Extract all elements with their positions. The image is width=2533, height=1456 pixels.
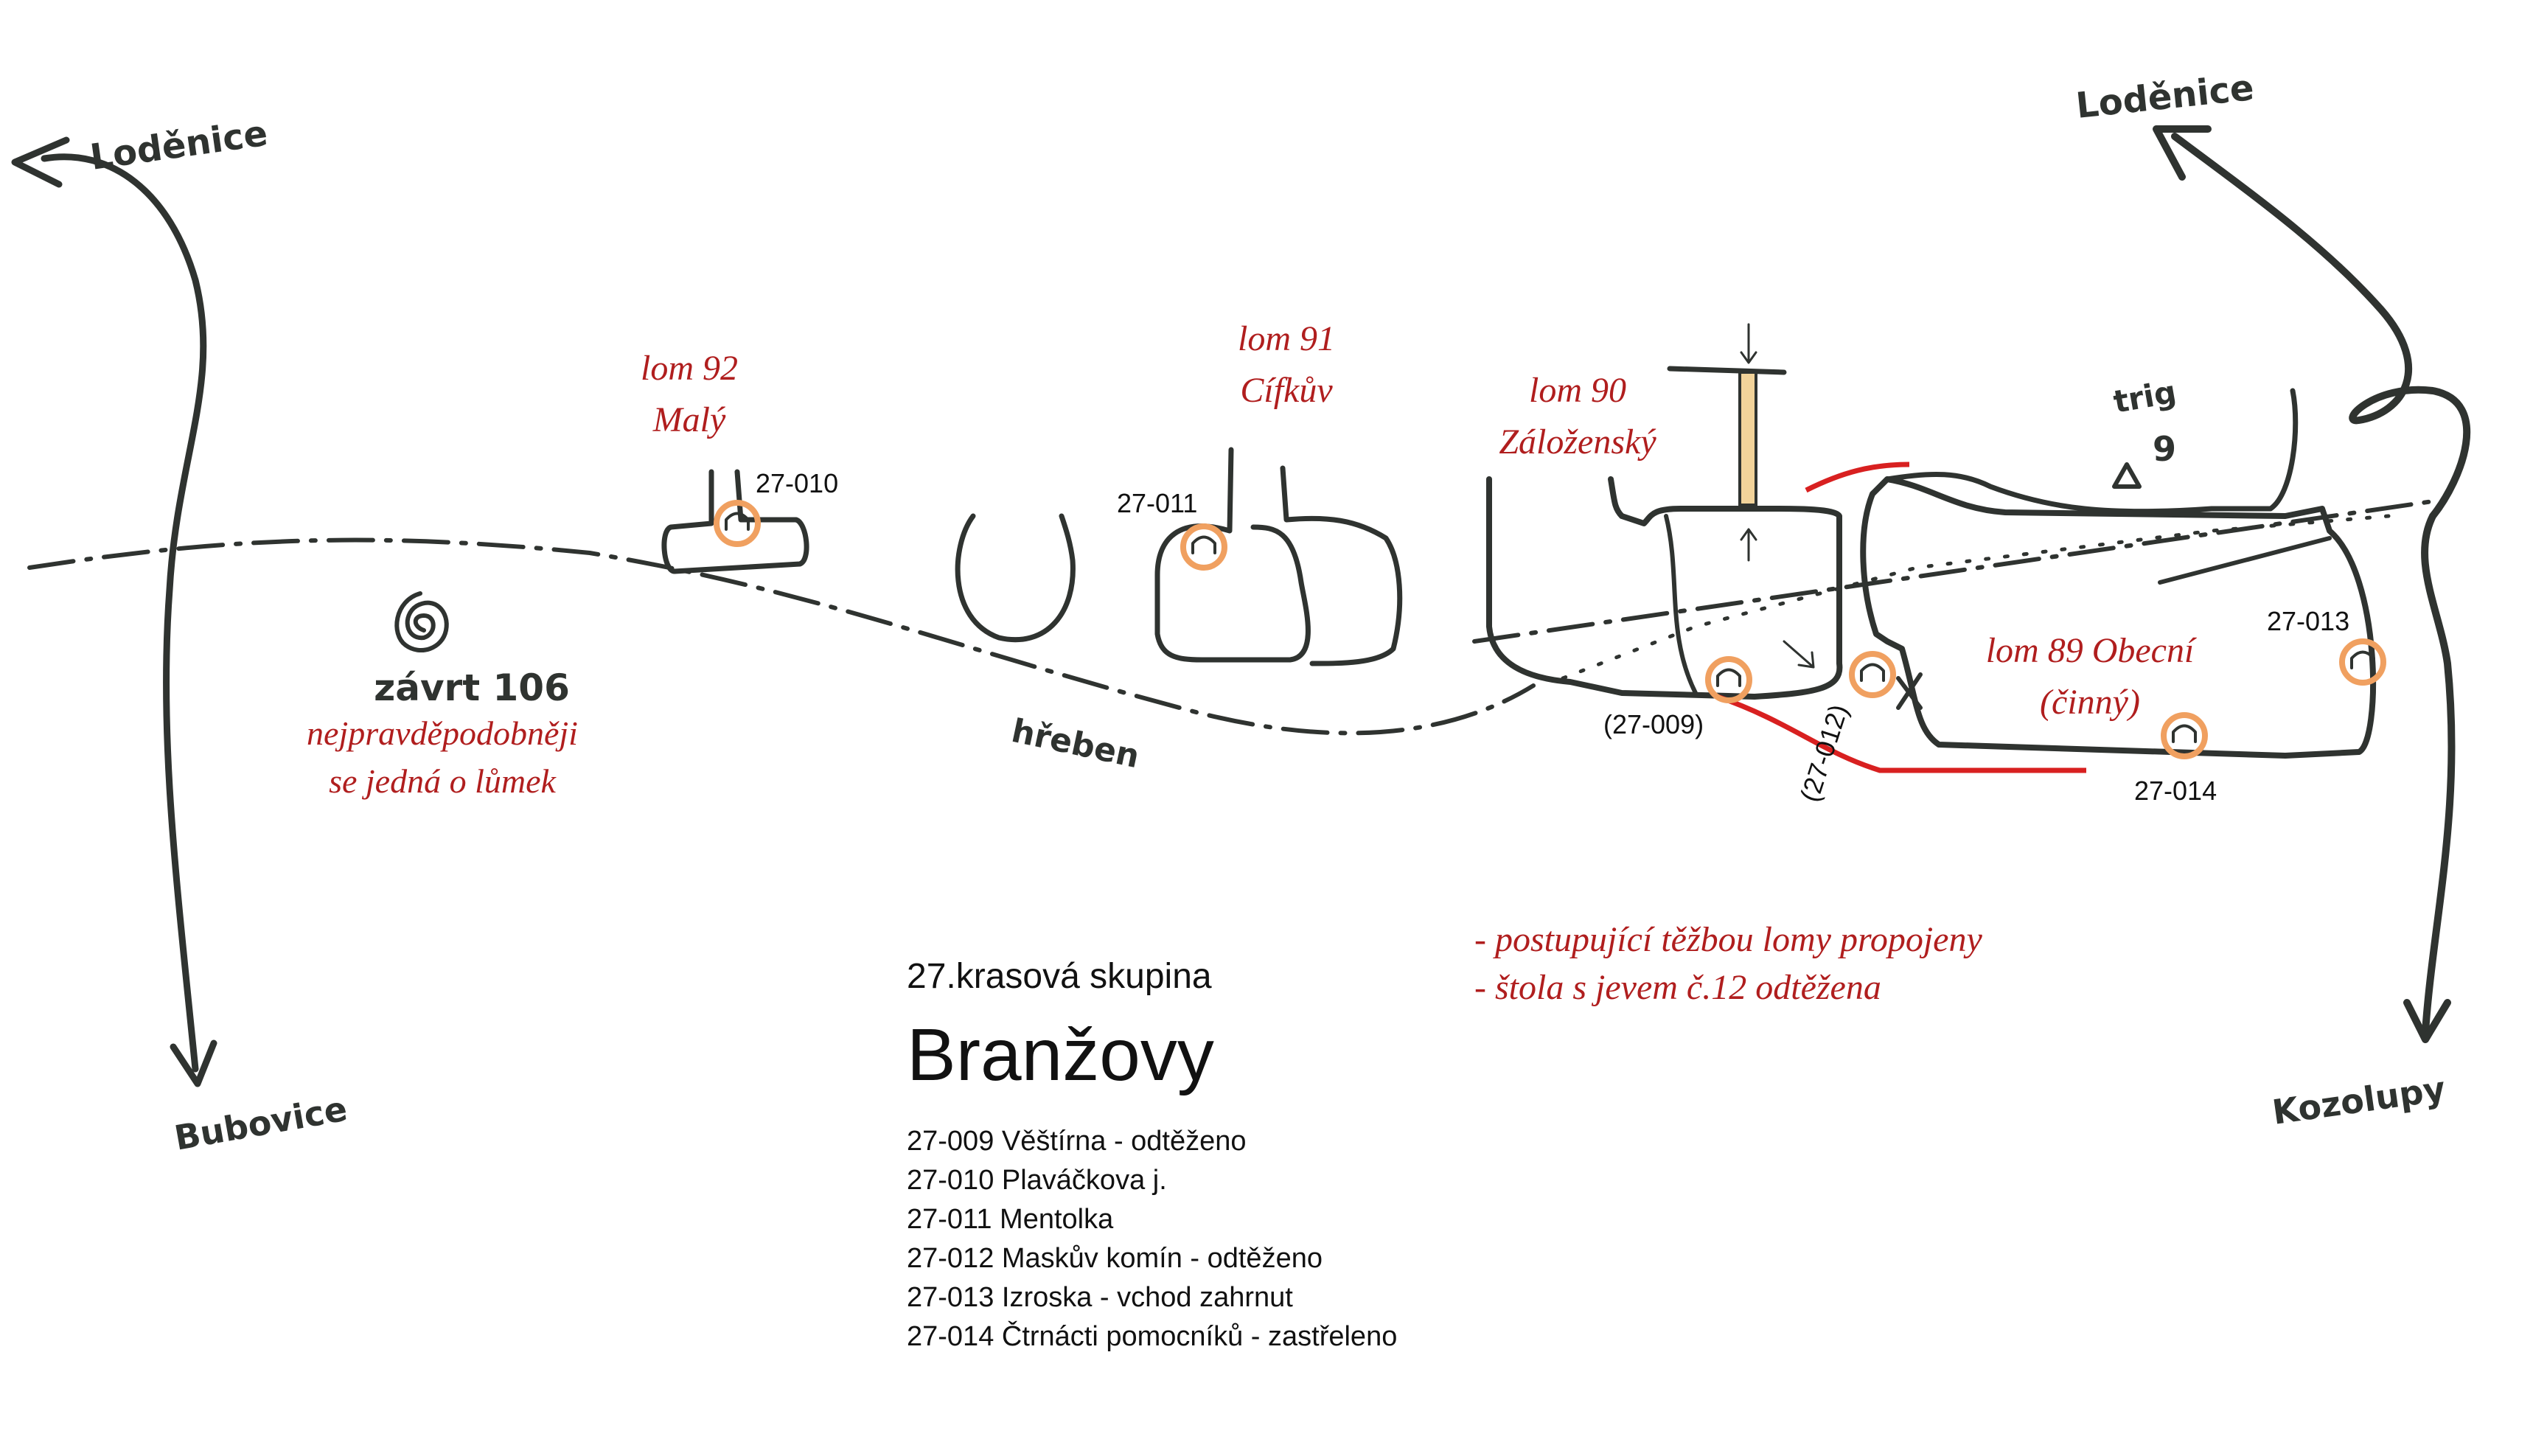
legend-item-014: 27-014 Čtrnácti pomocníků - zastřeleno — [907, 1320, 1397, 1352]
place-lodenice-right: Loděnice — [2074, 67, 2256, 127]
destroyed-mark — [1896, 672, 1923, 710]
note-line-1: - postupující těžbou lomy propojeny — [1474, 920, 1982, 959]
road-left — [41, 153, 207, 1073]
lom89-name: lom 89 Obecní — [1986, 631, 2197, 670]
place-bubovice: Bubovice — [172, 1089, 350, 1158]
code-27-010: 27-010 — [756, 468, 838, 498]
zavrt-title: závrt 106 — [374, 666, 570, 709]
quarry-89-outline — [1860, 476, 2376, 759]
quarry-90-inner — [1664, 514, 1698, 695]
lom90-name: lom 90 — [1529, 371, 1626, 410]
extraction-line-top — [1805, 461, 1910, 493]
code-27-009: (27-009) — [1603, 709, 1704, 739]
cave-marker-010[interactable] — [714, 500, 761, 547]
adit-tunnel — [1738, 371, 1757, 506]
ridge-label: hřeben — [1008, 712, 1143, 776]
page-title: Branžovy — [907, 1014, 1214, 1096]
lom89-sub: (činný) — [2040, 683, 2140, 722]
dotted-line — [1561, 514, 2391, 680]
legend-item-009: 27-009 Věštírna - odtěženo — [907, 1126, 1247, 1157]
road-right — [2171, 133, 2471, 1036]
lom91-sub: Cífkův — [1240, 371, 1333, 410]
note-line-2: - štola s jevem č.12 odtěžena — [1474, 968, 1881, 1007]
quarry-89-top — [1884, 388, 2299, 515]
arrow-up-right — [2153, 125, 2212, 181]
lom92-name: lom 92 — [641, 349, 738, 388]
code-27-013: 27-013 — [2267, 606, 2349, 636]
place-kozolupy: Kozolupy — [2270, 1069, 2447, 1132]
zavrt-note-2: se jedná o lůmek — [329, 762, 557, 800]
code-27-011: 27-011 — [1117, 488, 1197, 518]
place-lodenice-left: Loděnice — [88, 113, 271, 178]
arrow-down-left — [170, 1039, 217, 1087]
code-27-012: (27-012) — [1794, 700, 1854, 805]
code-27-014: 27-014 — [2134, 776, 2217, 806]
zavrt-note-1: nejpravděpodobněji — [307, 714, 578, 752]
legend-item-012: 27-012 Maskův komín - odtěženo — [907, 1243, 1323, 1274]
trig-point-icon — [2112, 462, 2142, 489]
legend-item-010: 27-010 Plaváčkova j. — [907, 1165, 1167, 1196]
quarry-91-outline — [1154, 447, 1311, 663]
cave-marker-009[interactable] — [1705, 656, 1752, 703]
cave-marker-014[interactable] — [2161, 712, 2208, 759]
adit-top-bar — [1667, 366, 1787, 375]
arrow-up-left — [11, 136, 70, 188]
extraction-line-bottom — [1716, 694, 2086, 773]
quarry-92-outline — [661, 469, 809, 574]
lom91-name: lom 91 — [1238, 319, 1335, 358]
cave-marker-013[interactable] — [2339, 638, 2386, 686]
trig-label: trig — [2111, 374, 2178, 420]
quarry-89-inner-line — [2158, 536, 2332, 585]
quarry-90-outline — [1486, 476, 1843, 700]
cave-marker-012[interactable] — [1849, 651, 1896, 698]
sinkhole-spiral-icon — [394, 591, 449, 653]
quarry-91-left — [955, 513, 1076, 643]
lom92-sub: Malý — [652, 400, 726, 439]
arrow-down-right — [2403, 999, 2451, 1043]
adit-arrow-up — [1740, 528, 1757, 562]
trig-number: 9 — [2153, 429, 2176, 469]
group-label: 27.krasová skupina — [907, 957, 1212, 996]
arrow-to-012 — [1783, 640, 1815, 669]
quarry-91-right — [1280, 465, 1403, 666]
legend-item-013: 27-013 Izroska - vchod zahrnut — [907, 1282, 1293, 1313]
legend-item-011: 27-011 Mentolka — [907, 1204, 1114, 1235]
lom90-sub: Záloženský — [1499, 422, 1656, 461]
adit-arrow-in — [1740, 323, 1757, 364]
ridge-line — [27, 499, 2435, 736]
cave-marker-011[interactable] — [1180, 523, 1227, 571]
